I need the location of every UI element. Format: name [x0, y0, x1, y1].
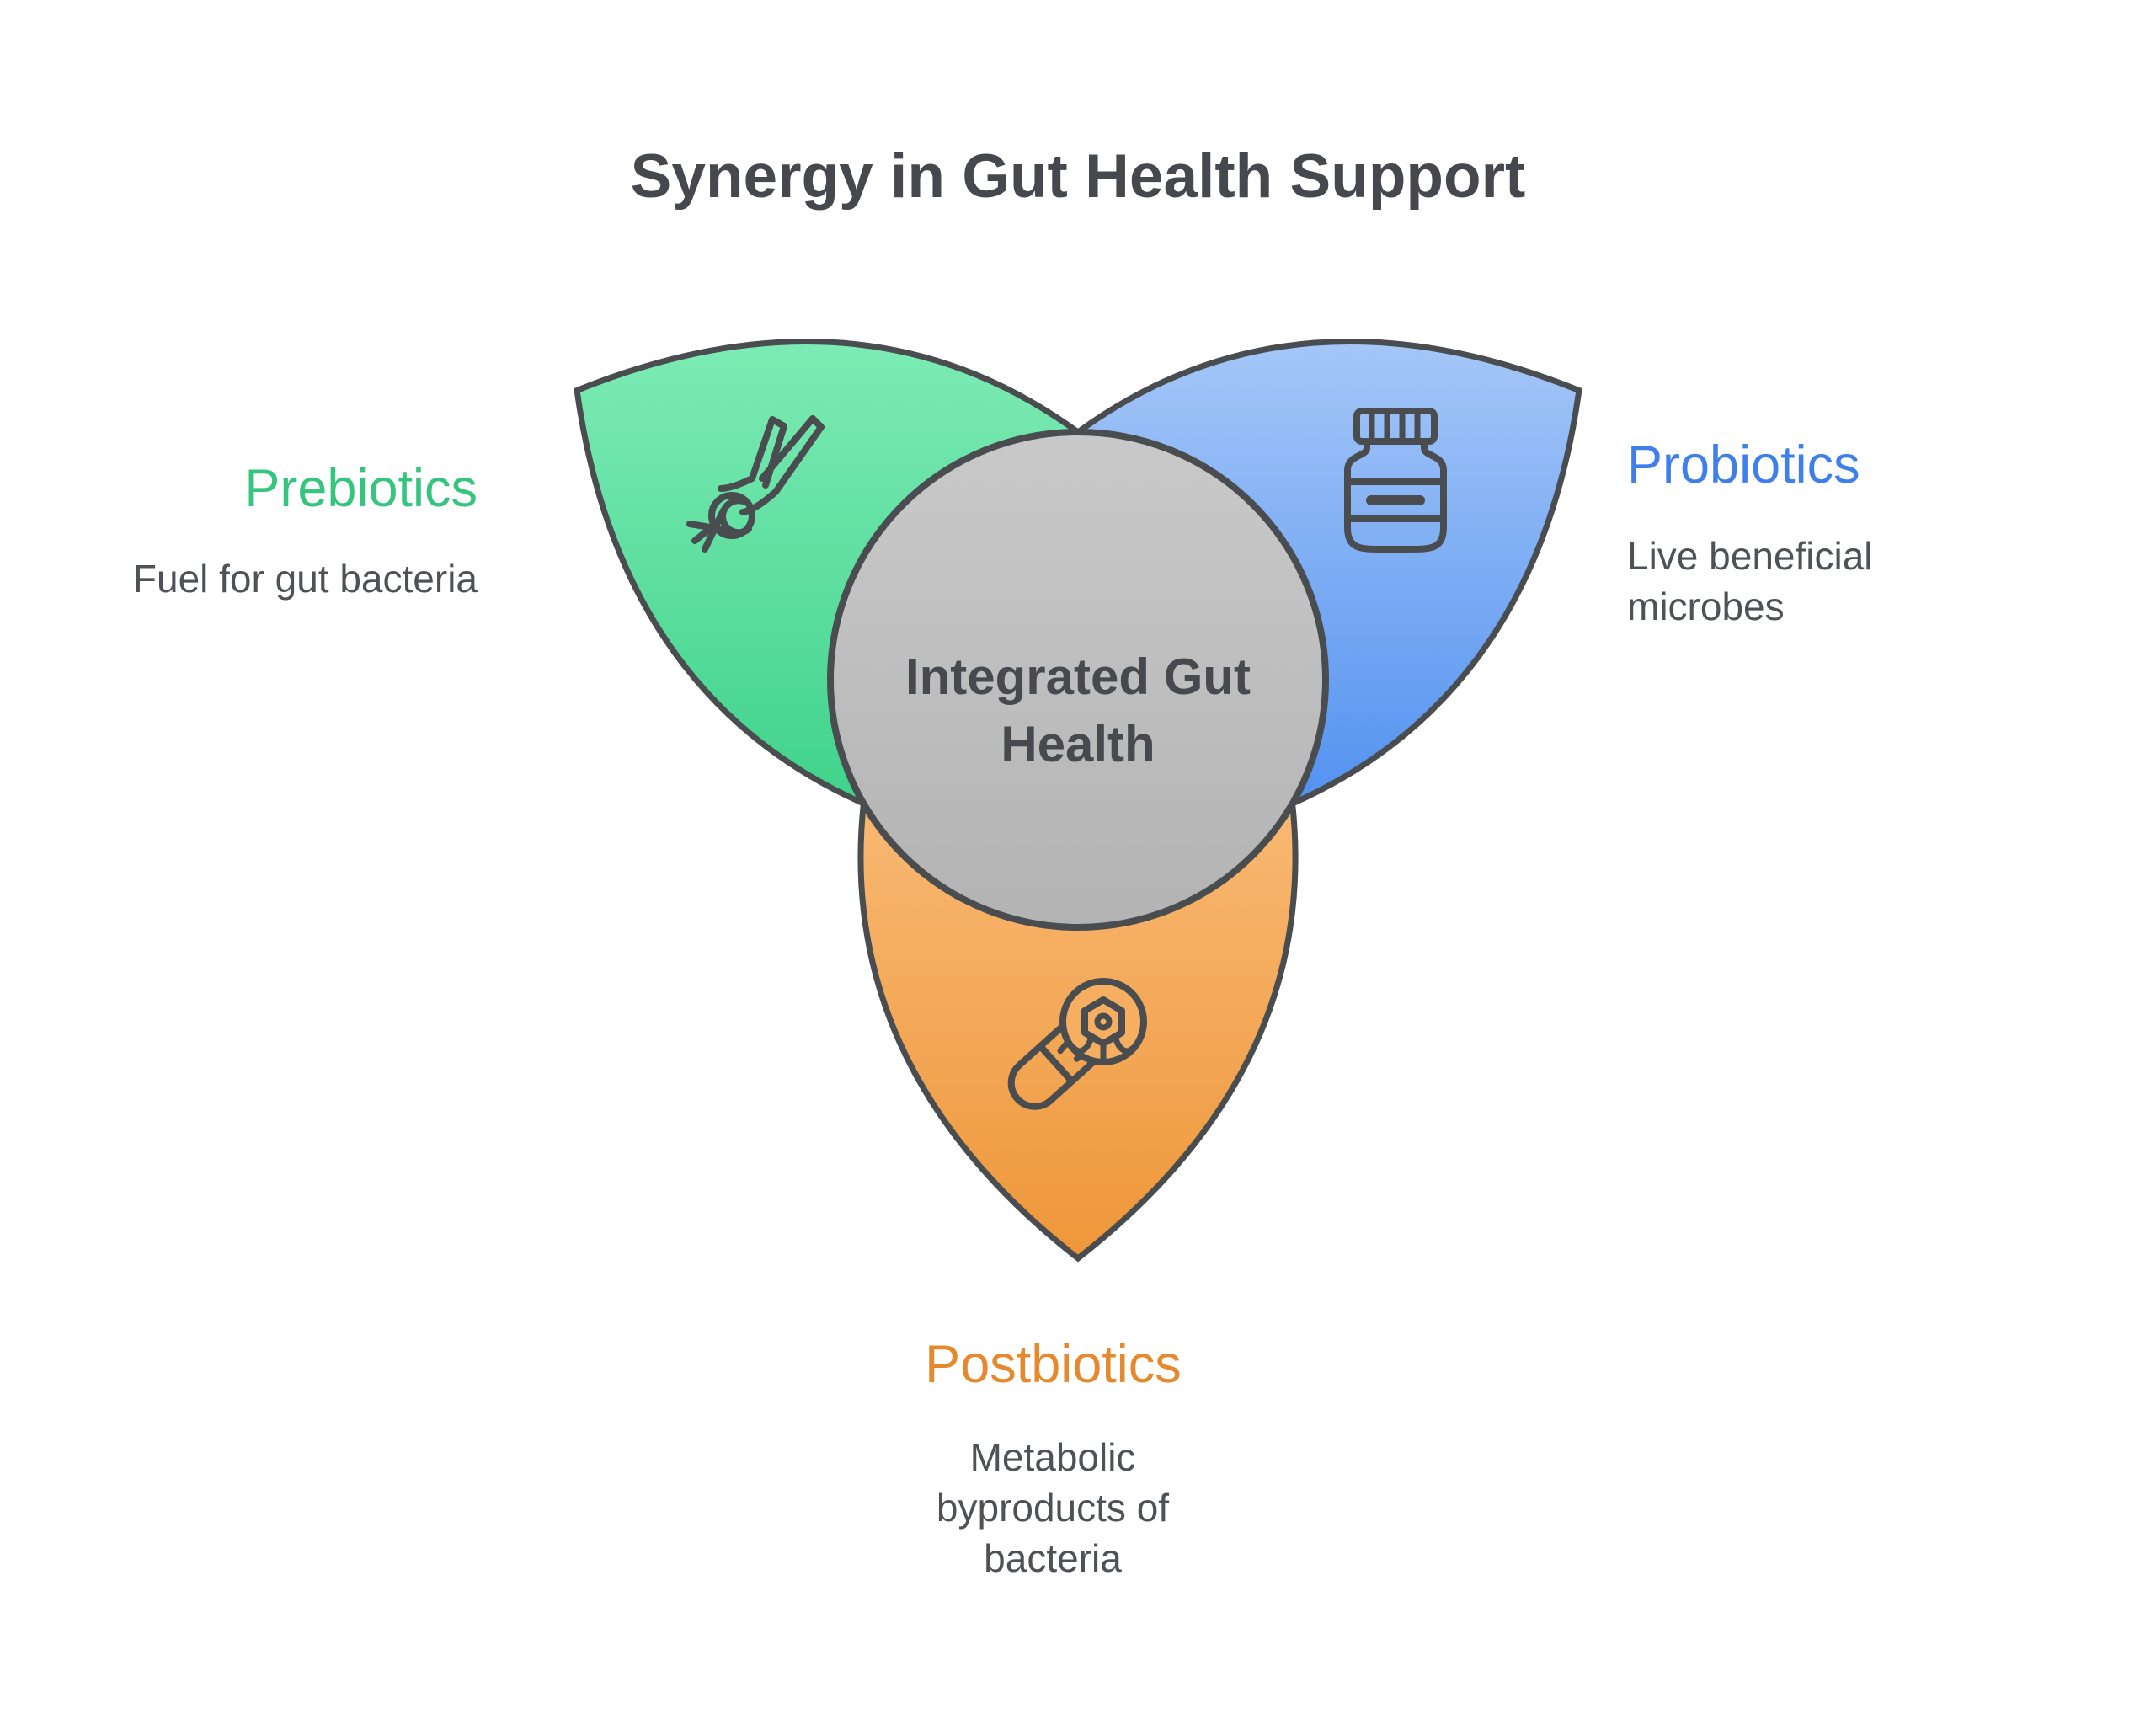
center-circle-label: Integrated Gut Health	[905, 649, 1251, 772]
microbe-shape	[1059, 978, 1147, 1065]
capsule-microbe-icon	[1007, 978, 1147, 1110]
supplement-jar-icon	[1344, 408, 1447, 553]
probiotics-description: Live beneficial microbes	[1627, 534, 1873, 628]
probiotics-label: Probiotics	[1627, 435, 1860, 494]
center-circle	[827, 429, 1329, 931]
prebiotics-description: Fuel for gut bacteria	[132, 557, 478, 601]
root-vegetable-icon	[686, 415, 825, 553]
petal-probiotics	[1074, 339, 1582, 808]
postbiotics-label: Postbiotics	[925, 1335, 1182, 1394]
prebiotics-label: Prebiotics	[244, 459, 478, 518]
petal-prebiotics	[574, 339, 1082, 808]
page-title: Synergy in Gut Health Support	[630, 142, 1526, 211]
postbiotics-description: Metabolic byproducts of bacteria	[936, 1435, 1170, 1580]
